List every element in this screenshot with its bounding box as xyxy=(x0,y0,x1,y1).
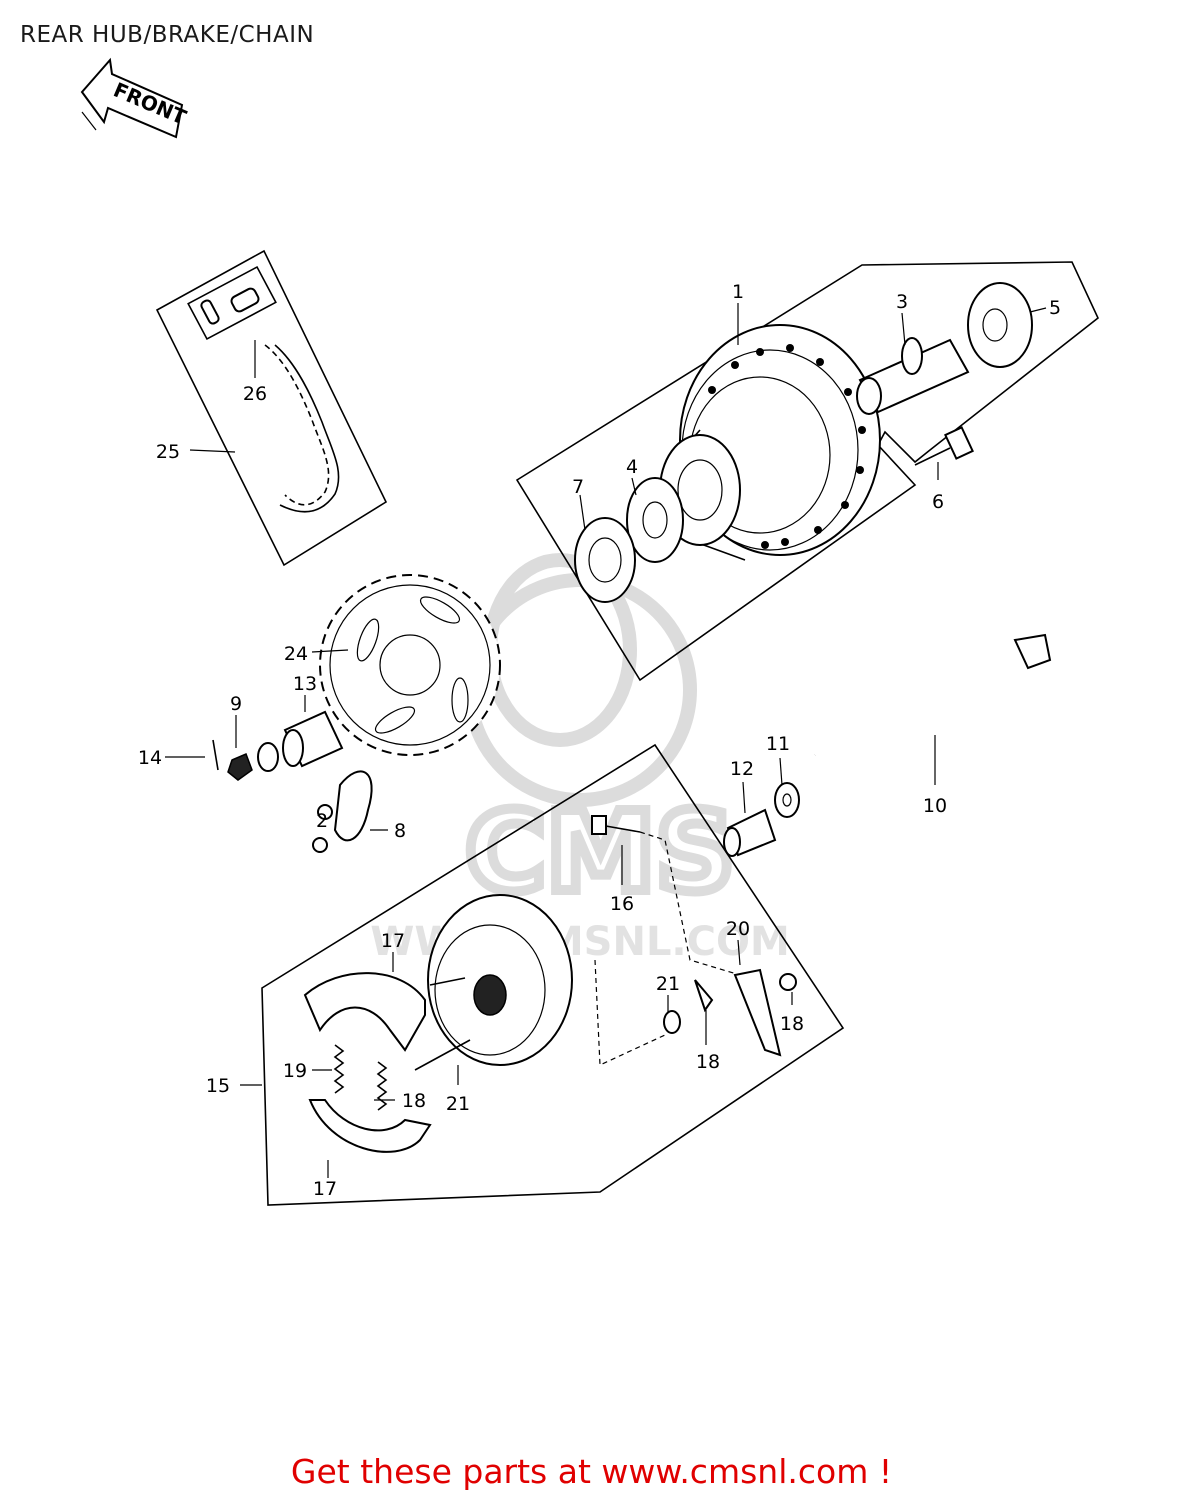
callout-10: 10 xyxy=(923,795,947,817)
chain-group xyxy=(155,249,388,567)
callout-25: 25 xyxy=(156,441,180,463)
callout-22: 20 xyxy=(726,918,750,940)
callout-17-top: 17 xyxy=(381,930,405,952)
callout-11: 11 xyxy=(766,733,790,755)
callout-26: 26 xyxy=(243,383,267,405)
callout-2: 2 xyxy=(316,810,328,832)
sprocket-group xyxy=(165,574,501,853)
callout-18-right: 18 xyxy=(402,1090,426,1112)
brake-group xyxy=(240,743,845,1206)
callout-12: 12 xyxy=(730,758,754,780)
callout-7: 7 xyxy=(572,476,584,498)
callout-labels: 1 3 5 4 7 6 26 25 24 13 9 14 2 8 11 12 1… xyxy=(138,281,1061,1200)
callout-4: 4 xyxy=(626,456,638,478)
front-arrow-icon: FRONT xyxy=(80,57,190,139)
footer-promo-link[interactable]: Get these parts at www.cmsnl.com ! xyxy=(290,1452,893,1491)
callout-24: 24 xyxy=(284,643,308,665)
callout-8: 8 xyxy=(394,820,406,842)
diagram-title: REAR HUB/BRAKE/CHAIN xyxy=(20,22,315,48)
hub-group xyxy=(515,261,1099,682)
callout-15: 15 xyxy=(206,1075,230,1097)
callout-23: 21 xyxy=(656,973,680,995)
callout-5: 5 xyxy=(1049,297,1061,319)
callout-13: 13 xyxy=(293,673,317,695)
callout-19: 18 xyxy=(780,1013,804,1035)
callout-6: 6 xyxy=(932,491,944,513)
callout-17-bottom: 17 xyxy=(313,1178,337,1200)
callout-3: 3 xyxy=(896,291,908,313)
callout-9: 9 xyxy=(230,693,242,715)
callout-18-left: 19 xyxy=(283,1060,307,1082)
callout-21: 21 xyxy=(446,1093,470,1115)
callout-1: 1 xyxy=(732,281,744,303)
callout-16: 16 xyxy=(610,893,634,915)
callout-20: 18 xyxy=(696,1051,720,1073)
axle-group xyxy=(723,633,1052,857)
callout-14: 14 xyxy=(138,747,162,769)
